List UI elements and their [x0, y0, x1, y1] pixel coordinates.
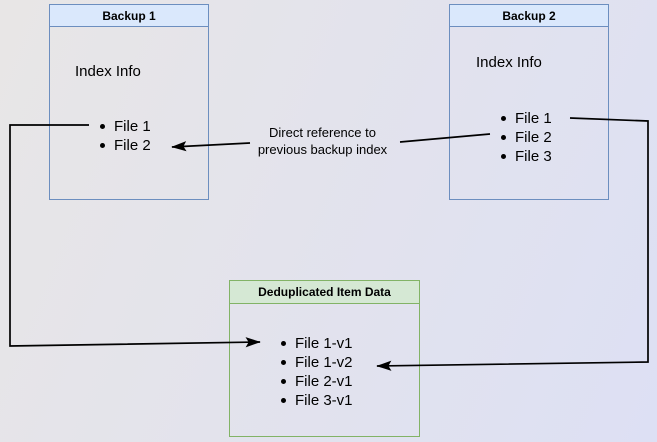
file-item: File 2-v1: [281, 372, 353, 391]
file-item: File 1: [501, 109, 552, 128]
file-label: File 1-v2: [295, 354, 353, 371]
dedup-title: Deduplicated Item Data: [230, 281, 419, 304]
bullet-icon: [100, 143, 105, 148]
file-label: File 3-v1: [295, 392, 353, 409]
backup1-title: Backup 1: [50, 5, 208, 27]
file-item: File 1-v2: [281, 353, 353, 372]
file-label: File 2: [515, 129, 552, 146]
backup2-subtitle: Index Info: [476, 54, 542, 71]
dedup-file-list: File 1-v1 File 1-v2 File 2-v1 File 3-v1: [281, 334, 353, 410]
backup1-box: Backup 1 Index Info File 1 File 2: [49, 4, 209, 200]
reference-label-line2: previous backup index: [257, 142, 388, 157]
reference-arrow-label: Direct reference to previous backup inde…: [240, 124, 405, 158]
file-item: File 2: [501, 128, 552, 147]
bullet-icon: [501, 154, 506, 159]
file-item: File 3: [501, 147, 552, 166]
file-item: File 2: [100, 136, 151, 155]
bullet-icon: [281, 360, 286, 365]
file-label: File 1-v1: [295, 335, 353, 352]
backup2-file-list: File 1 File 2 File 3: [501, 109, 552, 166]
file-item: File 1: [100, 117, 151, 136]
backup2-title: Backup 2: [450, 5, 608, 27]
file-label: File 1: [515, 110, 552, 127]
bullet-icon: [281, 398, 286, 403]
file-label: File 3: [515, 148, 552, 165]
dedup-box: Deduplicated Item Data File 1-v1 File 1-…: [229, 280, 420, 437]
file-item: File 1-v1: [281, 334, 353, 353]
backup2-box: Backup 2 Index Info File 1 File 2 File 3: [449, 4, 609, 200]
file-label: File 1: [114, 118, 151, 135]
bullet-icon: [501, 135, 506, 140]
file-item: File 3-v1: [281, 391, 353, 410]
file-label: File 2-v1: [295, 373, 353, 390]
file-label: File 2: [114, 137, 151, 154]
backup1-subtitle: Index Info: [75, 63, 141, 80]
bullet-icon: [281, 341, 286, 346]
bullet-icon: [100, 124, 105, 129]
bullet-icon: [281, 379, 286, 384]
reference-label-line1: Direct reference to: [269, 125, 376, 140]
bullet-icon: [501, 116, 506, 121]
backup1-file-list: File 1 File 2: [100, 117, 151, 155]
